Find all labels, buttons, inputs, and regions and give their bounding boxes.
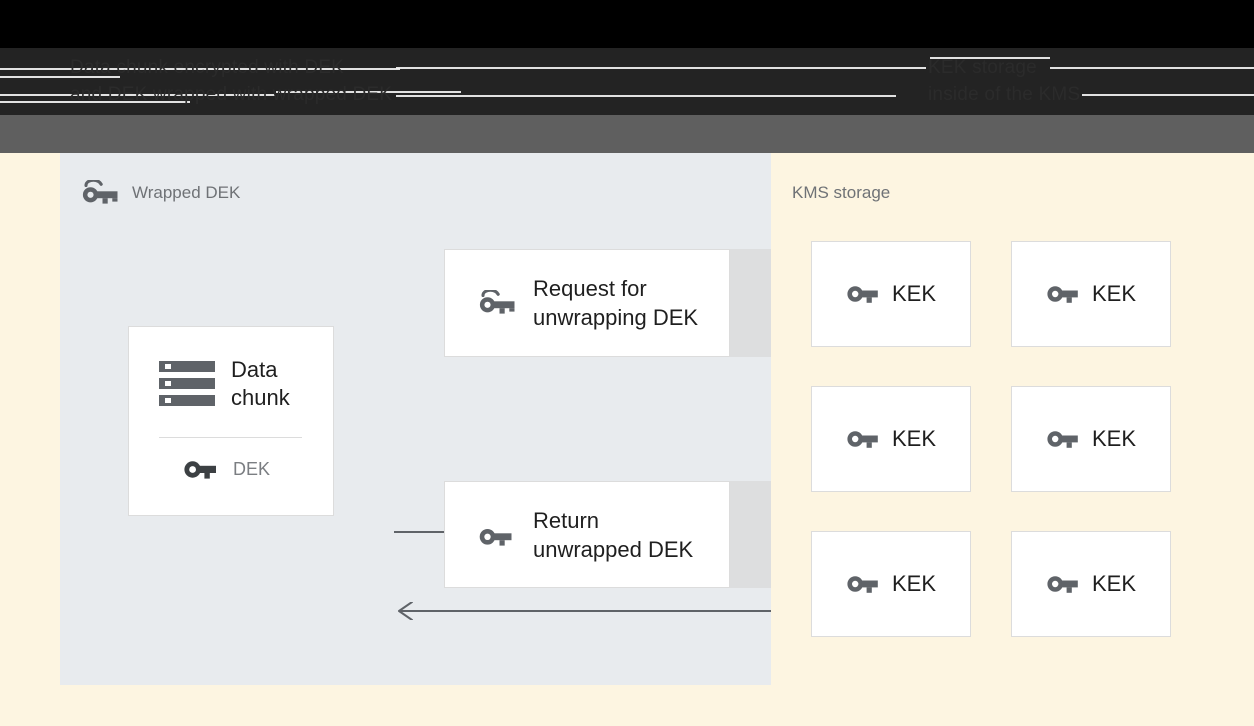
scanline-streak <box>0 101 190 103</box>
kek-card[interactable]: KEK <box>1011 531 1171 637</box>
data-chunk-title: Data chunk <box>231 357 290 410</box>
kek-card[interactable]: KEK <box>811 241 971 347</box>
return-card-shadow <box>730 481 771 588</box>
key-icon <box>846 428 878 450</box>
kek-card-label: KEK <box>1091 571 1137 596</box>
kek-card-label: KEK <box>1091 426 1137 451</box>
return-unwrapped-dek-card[interactable]: Return unwrapped DEK <box>444 481 730 588</box>
kek-card-label: KEK <box>891 281 937 306</box>
scanline-streak <box>0 94 275 96</box>
scanline-streak <box>0 68 400 70</box>
request-card-shadow <box>730 249 771 357</box>
client-panel-header-label: Wrapped DEK <box>132 183 241 202</box>
kek-card[interactable]: KEK <box>811 386 971 492</box>
kek-card-grid: KEK KEK KEK <box>811 241 1173 637</box>
scanline-streak <box>396 95 896 97</box>
key-icon <box>846 573 878 595</box>
key-icon <box>1046 573 1078 595</box>
request-card-text: Request for unwrapping DEK <box>533 276 699 330</box>
diagram-title-left: Data chunk encrypted with DEK and DEK wr… <box>70 57 393 105</box>
key-icon <box>477 522 515 548</box>
kek-card[interactable]: KEK <box>811 531 971 637</box>
dek-row: DEK <box>183 458 270 481</box>
title-band: Data chunk encrypted with DEK and DEK wr… <box>0 48 1254 115</box>
kek-card-label: KEK <box>1091 281 1137 306</box>
wrapped-key-icon <box>80 180 118 206</box>
top-dark-bar <box>0 0 1254 48</box>
key-icon <box>1046 428 1078 450</box>
return-card-text: Return unwrapped DEK <box>533 507 694 562</box>
kms-panel-header-label: KMS storage <box>792 183 891 202</box>
client-panel-header: Wrapped DEK <box>80 180 240 206</box>
kek-card-label: KEK <box>891 426 937 451</box>
arrow-to-client <box>398 602 834 620</box>
key-icon <box>183 458 217 481</box>
diagram-title-right: KEK storage inside of the KMS <box>928 57 1081 105</box>
kek-card[interactable]: KEK <box>1011 241 1171 347</box>
request-for-unwrapping-dek-card[interactable]: Request for unwrapping DEK <box>444 249 730 357</box>
scanline-streak <box>1082 94 1254 96</box>
scanline-streak <box>396 67 926 69</box>
key-icon <box>846 283 878 305</box>
scanline-streak <box>0 76 120 78</box>
key-icon <box>1046 283 1078 305</box>
data-chunk-card[interactable]: Data chunk DEK <box>128 326 334 516</box>
dek-label: DEK <box>233 459 271 479</box>
gray-band <box>0 115 1254 153</box>
data-chunk-row: Data chunk <box>159 356 290 412</box>
kms-panel: KMS storage KEK <box>771 153 1254 685</box>
scanline-streak <box>1050 67 1254 69</box>
wrapped-key-icon <box>477 290 515 316</box>
scanline-streak <box>930 57 1050 59</box>
scanline-streak <box>276 91 461 93</box>
kek-card-label: KEK <box>891 571 937 596</box>
kek-card[interactable]: KEK <box>1011 386 1171 492</box>
server-stack-icon <box>159 361 215 407</box>
data-chunk-divider <box>159 437 302 438</box>
